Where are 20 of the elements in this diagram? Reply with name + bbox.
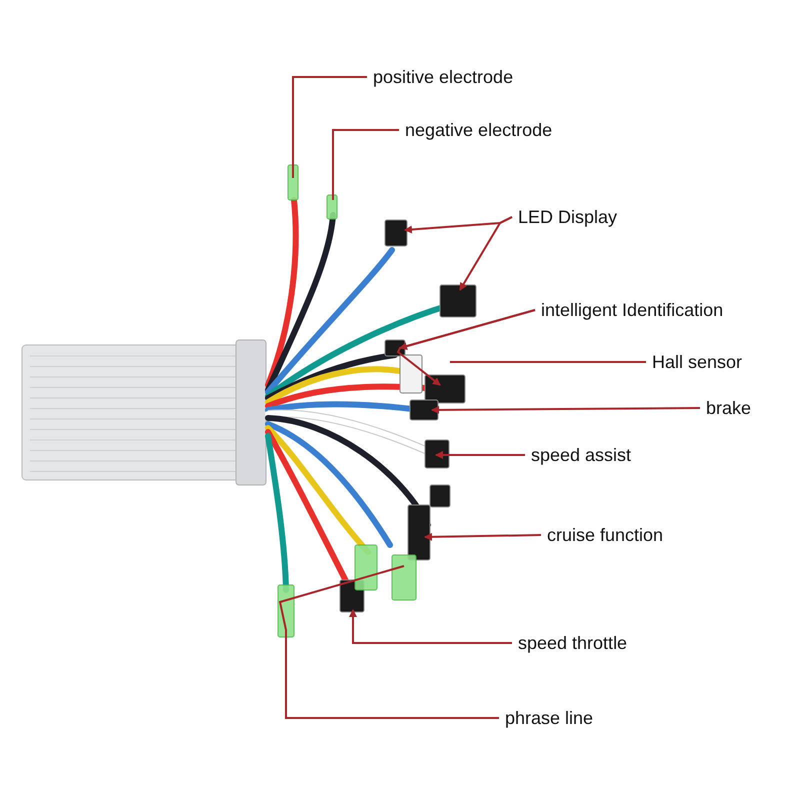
callout-label: negative electrode bbox=[405, 119, 552, 141]
leader-line bbox=[435, 451, 525, 459]
callout-label: positive electrode bbox=[373, 66, 514, 88]
leader-line bbox=[332, 129, 399, 200]
callout-label: speed assist bbox=[531, 444, 632, 466]
callout-label: cruise function bbox=[547, 524, 664, 546]
callout-label: intelligent Identification bbox=[541, 299, 724, 321]
callout-label: phrase line bbox=[505, 707, 594, 729]
leader-line bbox=[450, 361, 646, 363]
leader-line bbox=[278, 565, 499, 719]
leader-line bbox=[349, 609, 512, 644]
callout-label: speed throttle bbox=[518, 632, 628, 654]
callout-label: brake bbox=[706, 397, 752, 419]
callout-label: Hall sensor bbox=[652, 351, 742, 373]
leader-line bbox=[431, 406, 700, 414]
leader-line bbox=[459, 216, 512, 291]
leader-line bbox=[292, 76, 367, 178]
leader-line bbox=[424, 532, 542, 541]
leader-line bbox=[396, 309, 536, 386]
callout-label: LED Display bbox=[518, 206, 618, 228]
